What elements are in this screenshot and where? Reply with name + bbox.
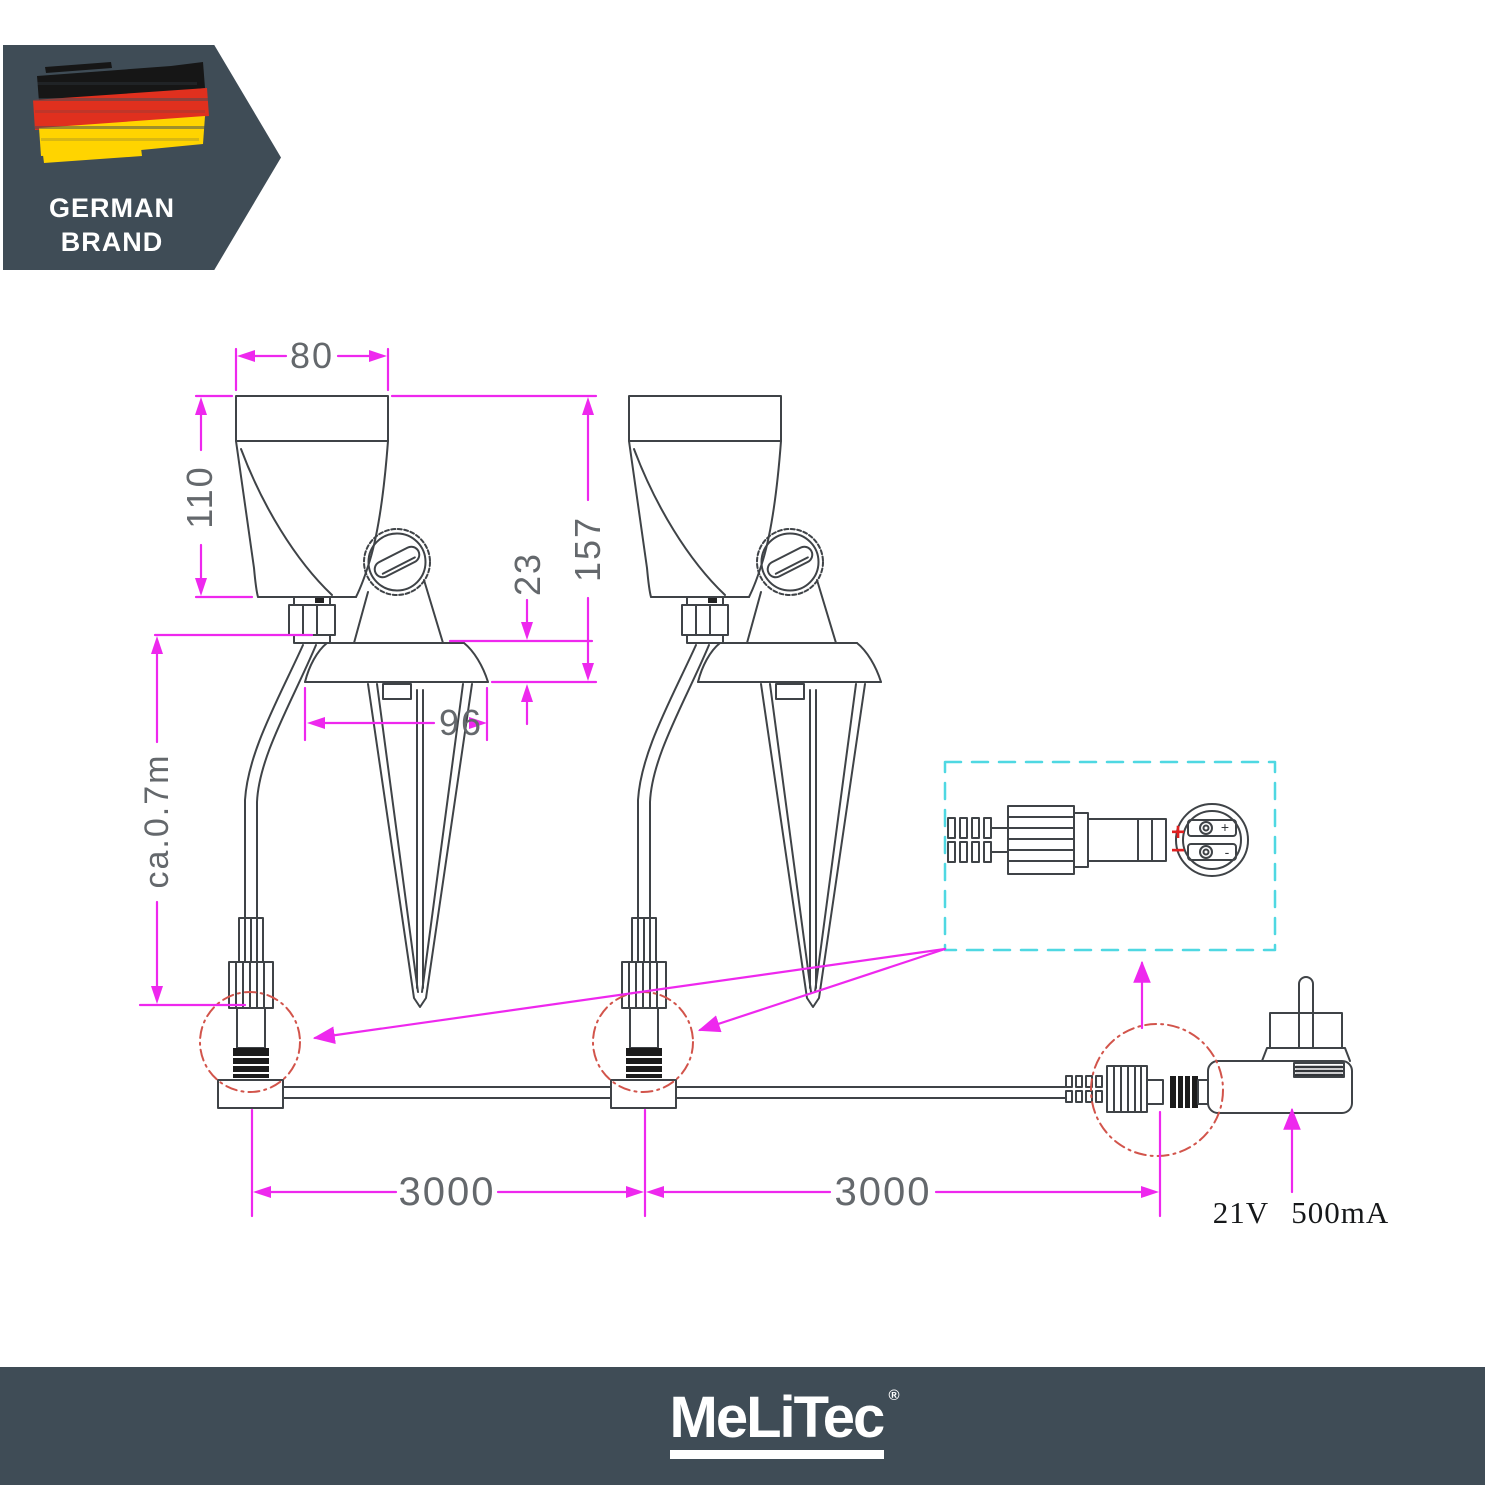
pin-plus-label: + [1220,819,1230,835]
pin-minus-label: - [1224,844,1230,860]
dim-cable-length: ca.0.7m [138,753,176,889]
german-brand-badge: GERMAN BRAND [3,45,281,270]
dim-head-height: 110 [179,465,220,529]
dim-segment-1: 3000 [398,1170,496,1214]
footer-bar: MeLiTec ® [0,1367,1485,1485]
polarity-minus-label: − [1170,837,1186,864]
german-flag-icon [31,62,209,163]
dim-head-width: 80 [289,335,335,376]
registered-mark: ® [888,1387,900,1404]
dim-base-width: 96 [438,702,484,743]
badge-line1: GERMAN [49,193,175,223]
power-rating-label: 21V 500mA [1212,1195,1390,1230]
polarity-plus-label: + [1170,819,1186,846]
logo-text: MeLiTec [669,1385,886,1450]
dim-base-height: 23 [507,551,548,597]
badge-line2: BRAND [60,226,164,257]
dim-total-height: 157 [567,515,608,583]
melitec-logo: MeLiTec ® [669,1387,900,1459]
logo-underline [669,1450,884,1459]
dim-segment-2: 3000 [834,1170,932,1214]
